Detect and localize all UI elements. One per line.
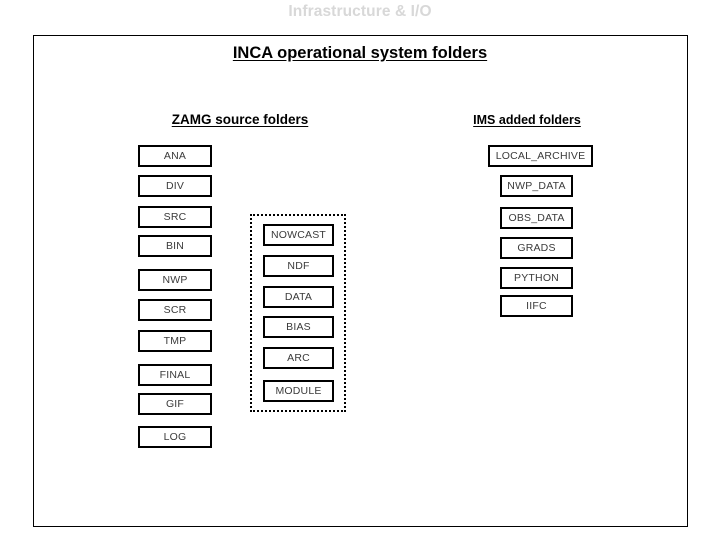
folder-box[interactable]: LOG xyxy=(138,426,212,448)
zamg-column-heading: ZAMG source folders xyxy=(171,112,309,127)
folder-box[interactable]: NWP xyxy=(138,269,212,291)
folder-box[interactable]: TMP xyxy=(138,330,212,352)
folder-box[interactable]: IIFC xyxy=(500,295,573,317)
folder-box[interactable]: DIV xyxy=(138,175,212,197)
folder-box[interactable]: NWP_DATA xyxy=(500,175,573,197)
folder-box[interactable]: GRADS xyxy=(500,237,573,259)
folder-box[interactable]: LOCAL_ARCHIVE xyxy=(488,145,593,167)
folder-box[interactable]: BIAS xyxy=(263,316,334,338)
folder-box[interactable]: NOWCAST xyxy=(263,224,334,246)
ims-column-heading: IMS added folders xyxy=(473,113,581,127)
diagram-title: INCA operational system folders xyxy=(232,44,488,62)
folder-box[interactable]: NDF xyxy=(263,255,334,277)
folder-box[interactable]: MODULE xyxy=(263,380,334,402)
folder-box[interactable]: PYTHON xyxy=(500,267,573,289)
folder-box[interactable]: ARC xyxy=(263,347,334,369)
folder-box[interactable]: GIF xyxy=(138,393,212,415)
nowcast-group-outline xyxy=(250,214,346,412)
folder-box[interactable]: FINAL xyxy=(138,364,212,386)
folder-box[interactable]: DATA xyxy=(263,286,334,308)
folder-box[interactable]: BIN xyxy=(138,235,212,257)
folder-box[interactable]: SCR xyxy=(138,299,212,321)
folder-box[interactable]: ANA xyxy=(138,145,212,167)
diagram-frame xyxy=(33,35,688,527)
folder-box[interactable]: SRC xyxy=(138,206,212,228)
slide-title: Infrastructure & I/O xyxy=(288,3,432,20)
folder-box[interactable]: OBS_DATA xyxy=(500,207,573,229)
